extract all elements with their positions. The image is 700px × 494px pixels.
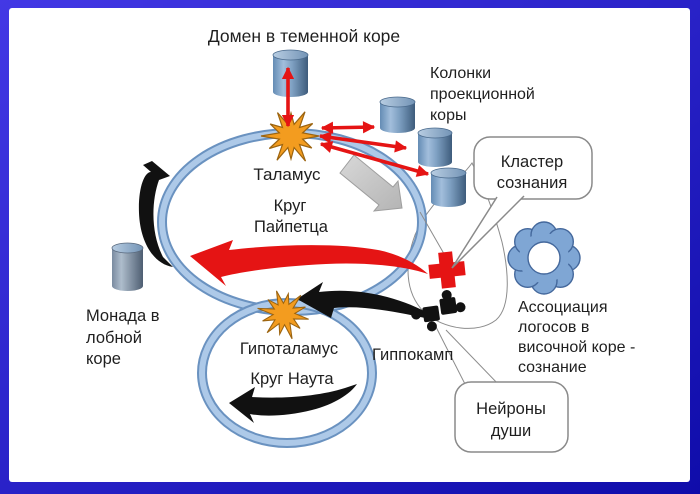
label-monad-line2: лобной (86, 329, 142, 347)
puzzle-piece-icon (411, 290, 466, 332)
label-association-line1: Ассоциация (518, 299, 608, 316)
red-arrow-column-3 (319, 141, 430, 177)
red-arrow-column-1 (320, 121, 376, 134)
label-columns-line3: коры (430, 107, 466, 124)
label-nauta: Круг Наута (250, 370, 334, 388)
label-papez-line2: Пайпетца (254, 218, 329, 236)
red-cross-icon (428, 251, 466, 289)
label-soul-neurons-line2: души (491, 422, 531, 440)
cortex-column-cylinder-icon (430, 167, 467, 207)
label-papez-line1: Круг (274, 197, 307, 215)
flower-icon (507, 221, 581, 295)
label-domain: Домен в теменной коре (208, 26, 400, 46)
black-crescent-arrow-icon (138, 161, 173, 267)
label-columns-line2: проекционной (430, 86, 535, 103)
cortex-column-cylinder-icon (417, 127, 453, 167)
label-cluster-line1: Кластер (501, 153, 563, 171)
cluster-speech-bubble (451, 136, 593, 269)
label-hypothalamus: Гипоталамус (240, 340, 338, 358)
soul-neurons-speech-bubble (454, 381, 569, 453)
canvas-background (9, 8, 690, 482)
label-hippocampus: Гиппокамп (372, 346, 453, 364)
red-double-arrows (281, 66, 430, 177)
label-cluster-line2: сознания (497, 174, 568, 192)
label-columns-line1: Колонки (430, 65, 491, 82)
monad-cylinder-icon (111, 242, 144, 291)
black-hippocampus-arrow-icon (297, 282, 430, 319)
label-thalamus: Таламус (253, 165, 321, 184)
label-soul-neurons-line1: Нейроны (476, 400, 546, 418)
red-curved-arrow-icon (190, 240, 428, 286)
soul-bubble-tail-line (445, 329, 501, 387)
label-monad-line1: Монада в (86, 307, 160, 325)
cluster-bubble-tail (451, 195, 525, 269)
black-nauta-arrow-icon (229, 384, 357, 423)
cortex-column-cylinder-icon (379, 96, 416, 133)
domain-cylinder-icon (272, 49, 309, 97)
label-association-line2: логосов в (518, 319, 589, 336)
label-association-line4: сознание (518, 359, 587, 376)
label-monad-line3: коре (86, 350, 121, 368)
soul-bubble-tail-line (435, 326, 467, 387)
label-association-line3: височной коре - (518, 339, 635, 356)
